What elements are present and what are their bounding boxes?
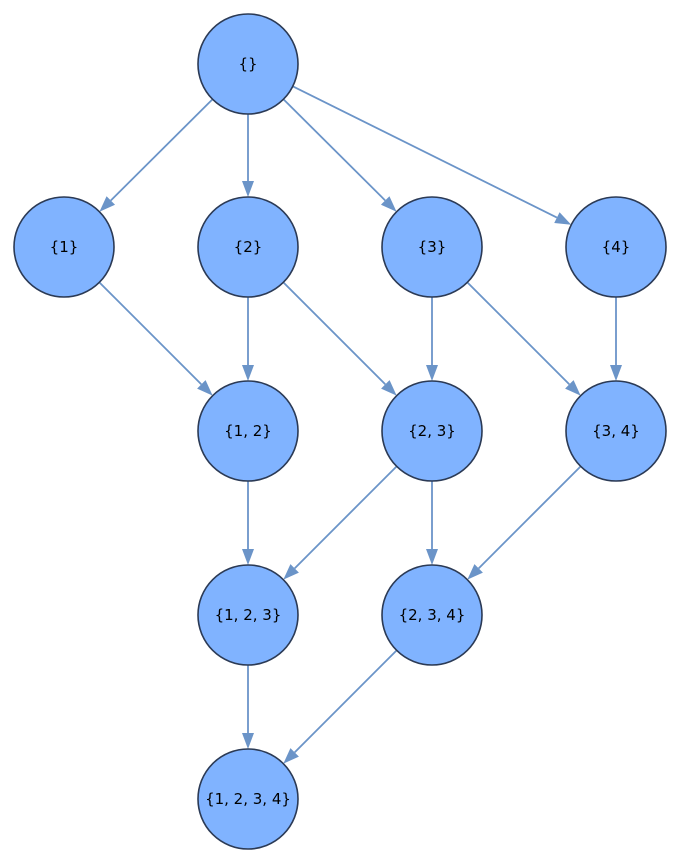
arrowhead-icon bbox=[242, 365, 254, 381]
edge-line bbox=[110, 98, 214, 202]
edge-n-1-to-n-1-2 bbox=[98, 281, 213, 396]
node-circle bbox=[197, 380, 299, 482]
edge-n-1-2-3-to-n-1-2-3-4 bbox=[242, 665, 254, 749]
node-4: {4} bbox=[565, 196, 667, 298]
arrowhead-icon bbox=[565, 380, 581, 396]
node-2-3-4: {2, 3, 4} bbox=[381, 564, 483, 666]
node-label: {3, 4} bbox=[592, 422, 640, 440]
edge-n-empty-to-n-3 bbox=[282, 98, 397, 212]
edge-line bbox=[478, 465, 582, 569]
node-circle bbox=[197, 13, 299, 115]
arrowhead-icon bbox=[467, 564, 483, 580]
edge-n-empty-to-n-2 bbox=[242, 114, 254, 197]
node-label: {2} bbox=[234, 238, 263, 256]
node-circle bbox=[565, 196, 667, 298]
node-label: {1, 2, 3} bbox=[215, 606, 282, 624]
node-circle bbox=[381, 196, 483, 298]
arrowhead-icon bbox=[610, 365, 622, 381]
arrowhead-icon bbox=[242, 733, 254, 749]
node-label: {4} bbox=[602, 238, 631, 256]
edge-n-2-to-n-1-2 bbox=[242, 297, 254, 381]
edge-line bbox=[282, 98, 386, 202]
node-2: {2} bbox=[197, 196, 299, 298]
edge-n-2-3-4-to-n-1-2-3-4 bbox=[283, 649, 398, 764]
arrowhead-icon bbox=[283, 564, 299, 580]
node-circle bbox=[565, 380, 667, 482]
node-circle bbox=[197, 196, 299, 298]
node-1-2-3-4: {1, 2, 3, 4} bbox=[197, 748, 299, 850]
arrowhead-icon bbox=[283, 748, 299, 764]
arrowhead-icon bbox=[380, 196, 397, 212]
node-1-2-3: {1, 2, 3} bbox=[197, 564, 299, 666]
arrowhead-icon bbox=[197, 380, 213, 396]
node-3: {3} bbox=[381, 196, 483, 298]
node-circle bbox=[13, 196, 115, 298]
arrowhead-icon bbox=[381, 380, 397, 396]
arrowhead-icon bbox=[242, 549, 254, 565]
node-circle bbox=[381, 380, 483, 482]
edge-line bbox=[294, 465, 398, 569]
node-circle bbox=[197, 564, 299, 666]
node-label: {1} bbox=[50, 238, 79, 256]
edge-n-2-to-n-2-3 bbox=[282, 281, 397, 396]
arrowhead-icon bbox=[242, 181, 254, 197]
node-label: {1, 2} bbox=[224, 422, 272, 440]
edge-line bbox=[466, 281, 570, 385]
node-label: {2, 3, 4} bbox=[399, 606, 466, 624]
edge-line bbox=[292, 85, 558, 219]
node-empty: {} bbox=[197, 13, 299, 115]
node-label: {1, 2, 3, 4} bbox=[205, 790, 291, 808]
edge-n-2-3-to-n-2-3-4 bbox=[426, 481, 438, 565]
edge-line bbox=[294, 649, 398, 753]
node-2-3: {2, 3} bbox=[381, 380, 483, 482]
arrowhead-icon bbox=[426, 365, 438, 381]
edges-layer bbox=[98, 85, 622, 764]
nodes-layer: {} {1} {2} {3} {4} {1, 2} {2, 3} {3, 4} {1, 2, 3… bbox=[13, 13, 667, 850]
arrowhead-icon bbox=[99, 196, 116, 212]
node-label: {3} bbox=[418, 238, 447, 256]
node-1: {1} bbox=[13, 196, 115, 298]
node-circle bbox=[381, 564, 483, 666]
arrowhead-icon bbox=[426, 549, 438, 565]
edge-n-3-to-n-2-3 bbox=[426, 297, 438, 381]
edge-line bbox=[282, 281, 386, 385]
edge-n-2-3-to-n-1-2-3 bbox=[283, 465, 398, 580]
node-1-2: {1, 2} bbox=[197, 380, 299, 482]
edge-n-3-4-to-n-2-3-4 bbox=[467, 465, 582, 580]
edge-n-3-to-n-3-4 bbox=[466, 281, 581, 396]
edge-n-1-2-to-n-1-2-3 bbox=[242, 481, 254, 565]
node-3-4: {3, 4} bbox=[565, 380, 667, 482]
edge-n-empty-to-n-1 bbox=[99, 98, 214, 212]
node-label: {2, 3} bbox=[408, 422, 456, 440]
node-circle bbox=[197, 748, 299, 850]
edge-n-empty-to-n-4 bbox=[292, 85, 572, 225]
arrowhead-icon bbox=[554, 212, 572, 225]
edge-line bbox=[98, 281, 202, 385]
edge-n-4-to-n-3-4 bbox=[610, 297, 622, 381]
node-label: {} bbox=[238, 55, 257, 73]
